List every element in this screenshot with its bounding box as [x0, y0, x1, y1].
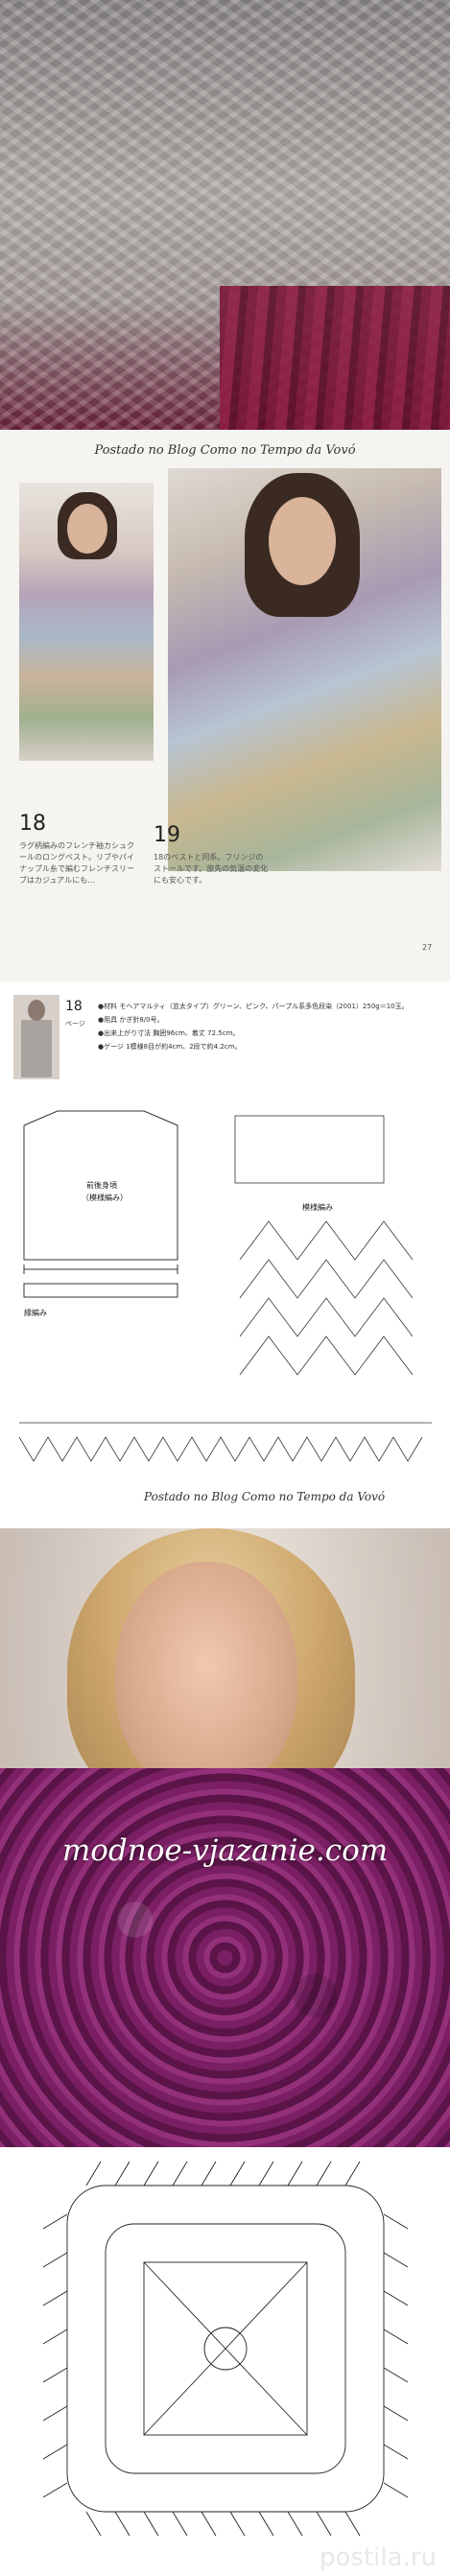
- item-19-description: 18のベストと同系。フリンジのストールです。旅先の気温の変化にも安心です。: [154, 853, 269, 885]
- blog-caption: Postado no Blog Como no Tempo da Vovó: [94, 443, 356, 458]
- site-watermark: modnoe-vjazanie.com: [61, 1833, 389, 1868]
- pattern-page: 18 ページ ●材料 モヘアマルティ（並太タイプ）グリーン、ピンク、パープル系多…: [0, 981, 450, 1528]
- page-number: 27: [422, 943, 433, 952]
- body-schematic: [23, 1110, 178, 1298]
- scarf-photo: modnoe-vjazanie.com: [0, 1528, 450, 2147]
- item-18-description: ラグ柄編みのフレンチ袖カシュクールのロングベスト。リブやパイナップル糸で編むフレ…: [19, 841, 134, 885]
- site-watermark: postila.ru: [320, 2543, 437, 2572]
- item-number-19: 19: [154, 823, 180, 847]
- pattern-label: 模様編み: [302, 1202, 333, 1212]
- model-photo-vest: [19, 483, 154, 761]
- model-face: [67, 504, 107, 554]
- tools-text: ●用具 かぎ針8/0号。: [98, 1015, 164, 1024]
- body-label: 前後身頃: [86, 1180, 117, 1190]
- pattern-chart: [18, 1115, 432, 1462]
- purple-ruffle-scarf: [0, 1768, 450, 2147]
- body-sublabel: （模様編み）: [82, 1193, 128, 1202]
- square-motif-diagram: [42, 2161, 409, 2537]
- thumbnail-photo: [13, 995, 59, 1079]
- item-number-18: 18: [19, 812, 46, 836]
- crochet-closeup-photo: [0, 0, 450, 430]
- edge-label: 縁編み: [24, 1308, 47, 1317]
- page-ref: ページ: [65, 1020, 85, 1028]
- motif-chart: postila.ru: [0, 2147, 450, 2576]
- size-text: ●出来上がり寸法 胸囲96cm、着丈 72.5cm。: [98, 1028, 239, 1037]
- magazine-page: Postado no Blog Como no Tempo da Vovó 18…: [0, 430, 450, 981]
- gauge-text: ●ゲージ 1模様8目が約4cm、2段で約4.2cm。: [98, 1042, 241, 1051]
- model-face: [115, 1562, 297, 1792]
- item-number: 18: [65, 999, 83, 1014]
- burgundy-fabric: [220, 286, 450, 430]
- materials-text: ●材料 モヘアマルティ（並太タイプ）グリーン、ピンク、パープル系多色段染（200…: [98, 1002, 409, 1010]
- model-photo-stole: [168, 468, 441, 871]
- blog-caption: Postado no Blog Como no Tempo da Vovó: [144, 1490, 386, 1503]
- model-face: [269, 497, 336, 585]
